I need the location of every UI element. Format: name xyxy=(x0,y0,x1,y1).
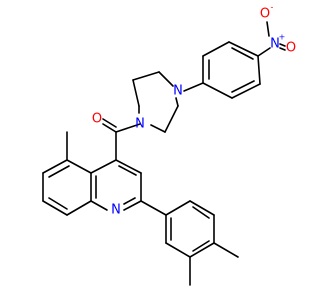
oxygen-label: O xyxy=(92,112,102,127)
bond xyxy=(231,83,261,99)
bond xyxy=(48,197,68,210)
nitro-oxygen-label: O xyxy=(260,7,270,22)
bond xyxy=(66,159,92,174)
bond xyxy=(279,43,286,47)
positive-charge-label: + xyxy=(279,33,286,42)
bond xyxy=(140,200,167,216)
bond xyxy=(228,41,259,57)
bond xyxy=(165,200,191,216)
bond xyxy=(183,82,204,92)
bond xyxy=(123,197,136,205)
bond xyxy=(102,123,117,133)
molecule-diagram: O N N N N + O - O xyxy=(42,2,297,286)
bond xyxy=(42,200,68,216)
nitro-nitrogen-label: N xyxy=(270,37,280,52)
bond xyxy=(90,159,117,174)
bond xyxy=(150,124,166,133)
bond xyxy=(48,165,70,178)
bond xyxy=(42,159,68,174)
atom-labels: O N N N N + O - O xyxy=(92,3,296,218)
structure-svg: O N N N N + O - O xyxy=(42,3,296,286)
bond xyxy=(202,82,233,99)
bond xyxy=(231,47,254,60)
bond xyxy=(123,200,142,211)
bond xyxy=(115,159,142,174)
bond xyxy=(266,21,270,37)
bond xyxy=(132,79,140,107)
bond xyxy=(257,55,261,85)
nitrogen-label: N xyxy=(111,203,121,218)
bond xyxy=(90,200,108,211)
negative-charge-label: - xyxy=(271,3,274,12)
bond xyxy=(102,118,117,128)
bond xyxy=(66,200,92,216)
bond xyxy=(118,165,137,176)
bond xyxy=(165,242,191,258)
bond xyxy=(189,242,215,258)
bond xyxy=(175,97,179,107)
bond xyxy=(213,242,239,258)
bond xyxy=(189,200,215,216)
bonds xyxy=(42,21,286,286)
bond xyxy=(279,47,286,51)
nitrogen-label: N xyxy=(135,117,145,132)
bond xyxy=(231,80,255,93)
nitro-oxygen-label: O xyxy=(286,41,296,56)
bond xyxy=(257,47,271,57)
bond xyxy=(192,206,210,219)
bond xyxy=(115,123,141,133)
bond xyxy=(158,71,174,87)
bond xyxy=(132,71,160,81)
bond xyxy=(192,240,210,252)
bond xyxy=(202,41,230,57)
bond xyxy=(164,105,179,133)
nitrogen-label: N xyxy=(173,84,183,99)
